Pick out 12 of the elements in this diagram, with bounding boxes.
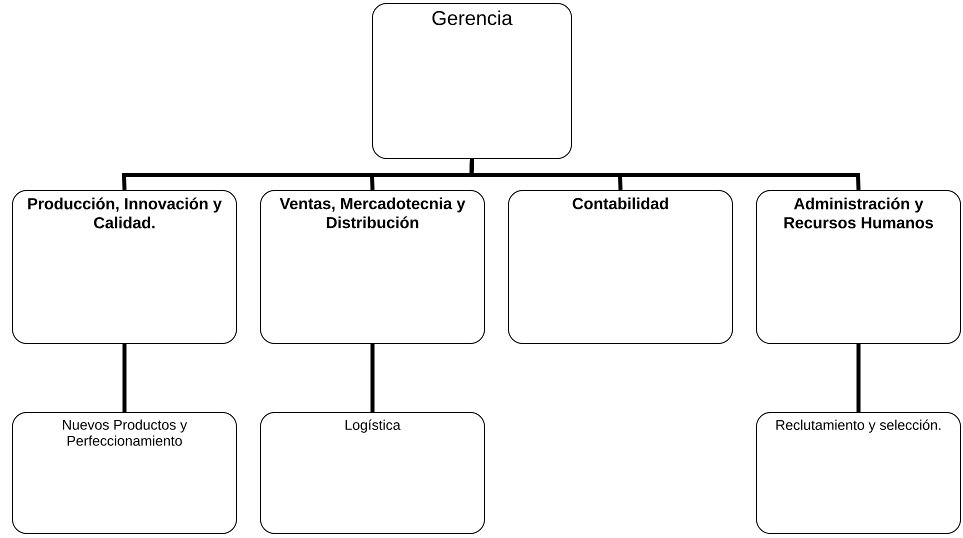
org-box: Contabilidad — [508, 190, 733, 344]
connector-line — [122, 344, 126, 412]
org-box: Reclutamiento y selección. — [756, 412, 962, 534]
org-box: Gerencia — [372, 3, 572, 159]
org-box: Ventas, Mercadotecnia y Distribución — [260, 190, 485, 344]
connector-line — [856, 344, 861, 412]
org-box: Administración y Recursos Humanos — [756, 190, 962, 344]
org-box: Logística — [260, 412, 485, 534]
connector-line — [469, 158, 861, 190]
org-box: Producción, Innovación y Calidad. — [12, 190, 237, 344]
org-box: Nuevos Productos y Perfeccionamiento — [12, 412, 237, 534]
connector-line — [370, 344, 374, 412]
